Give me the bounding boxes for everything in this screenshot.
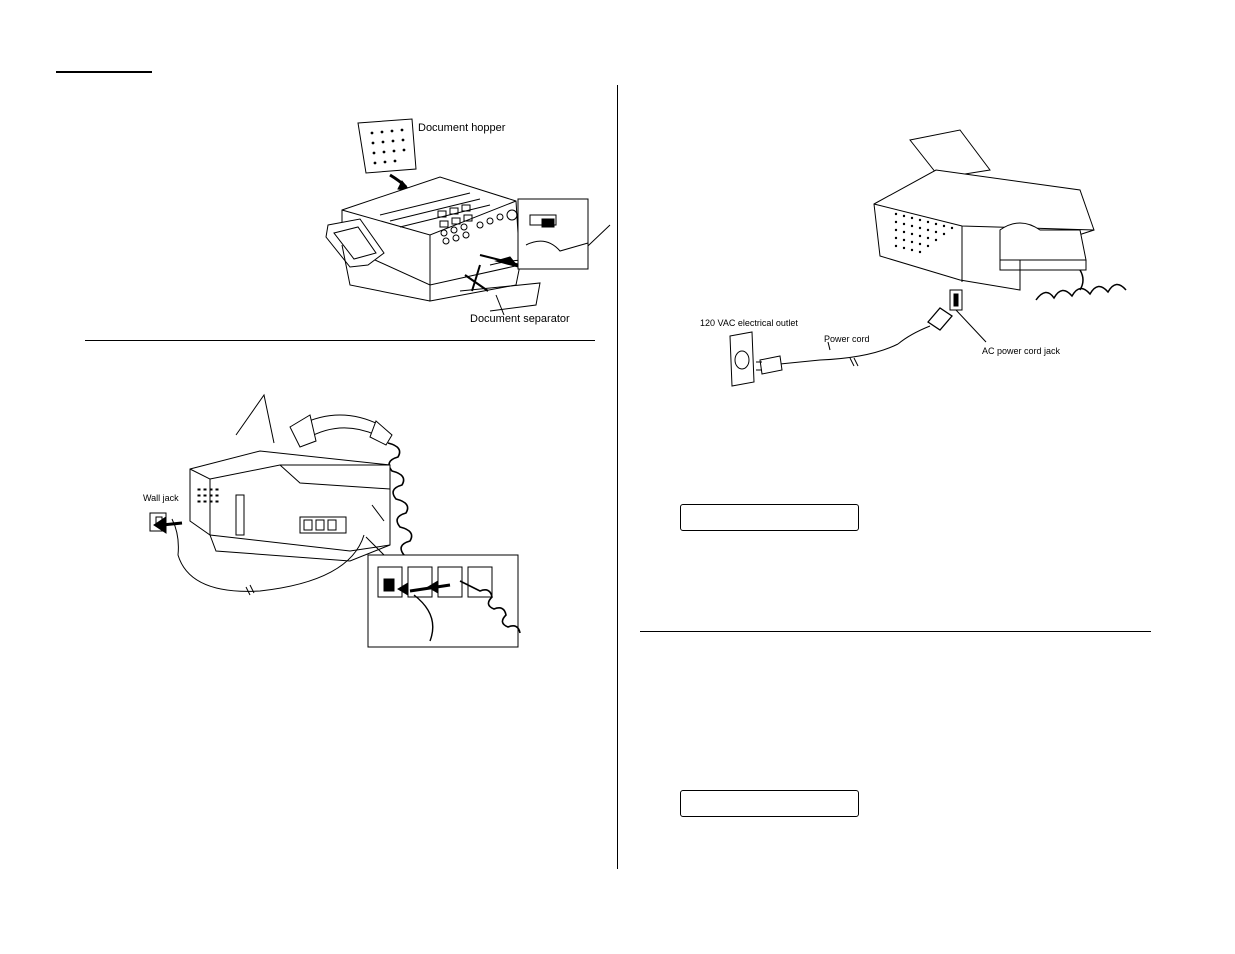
label-ac-power-cord-jack: AC power cord jack: [982, 346, 1061, 356]
fax-power-illustration: [700, 130, 1130, 410]
lcd-display-1: [680, 504, 859, 531]
fax-hopper-illustration: [320, 115, 610, 335]
header-rule: [56, 71, 152, 73]
label-document-hopper: Document hopper: [418, 122, 506, 134]
label-power-cord: Power cord: [824, 334, 870, 344]
label-wall-jack: Wall jack: [143, 493, 179, 503]
label-electrical-outlet: 120 VAC electrical outlet: [700, 318, 798, 328]
label-document-separator: Document separator: [470, 313, 570, 325]
section-rule-left: [85, 340, 595, 341]
section-rule-right: [640, 631, 1151, 632]
fax-rear-phone-illustration: [150, 395, 550, 655]
column-divider: [617, 85, 618, 869]
lcd-display-2: [680, 790, 859, 817]
